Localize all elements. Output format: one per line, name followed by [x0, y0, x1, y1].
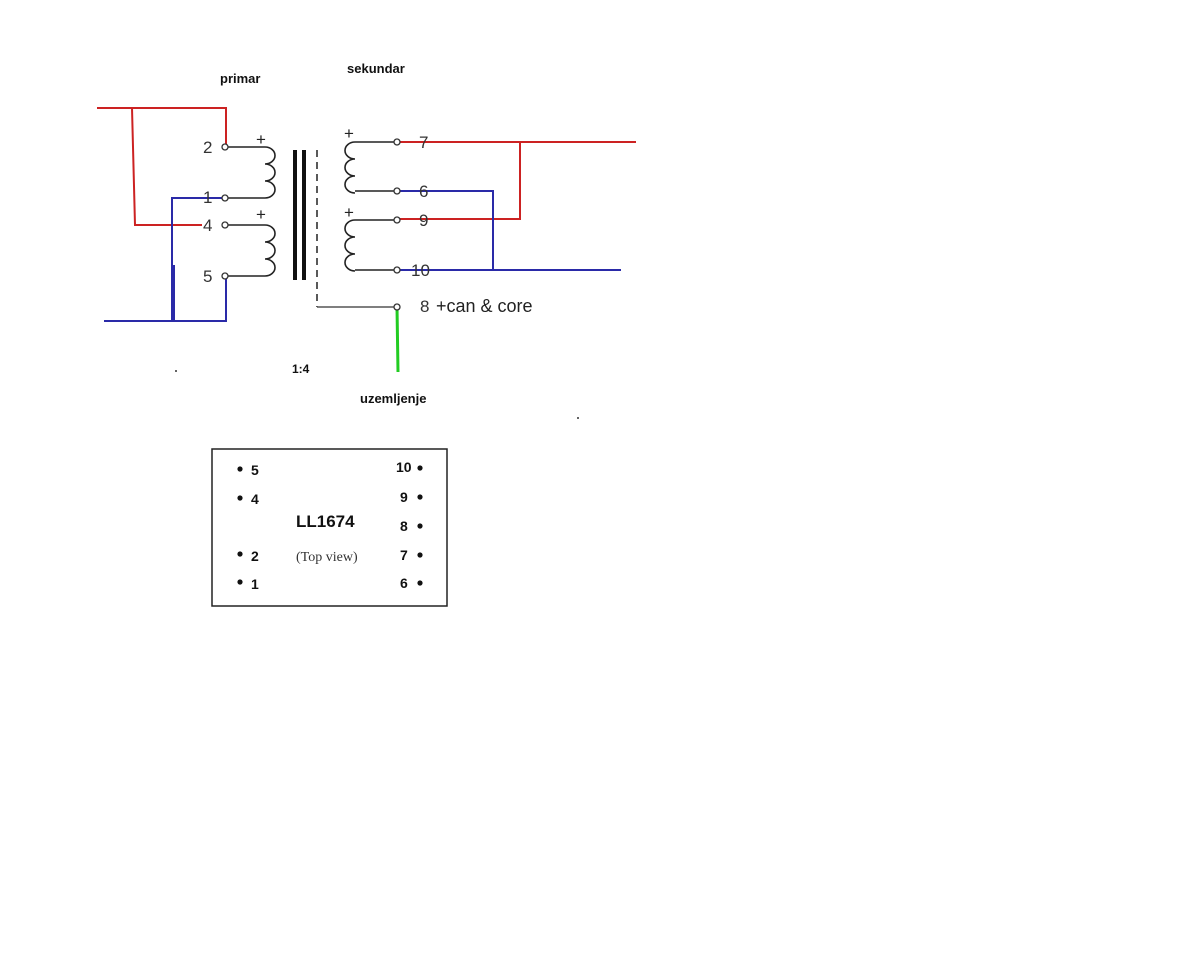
- package-pin-dot-7: [417, 552, 423, 558]
- polarity-mark-primary-lower: +: [256, 205, 266, 224]
- pin-label-1: 1: [203, 188, 212, 207]
- pin-label-5: 5: [203, 267, 212, 286]
- pin-label-8: 8: [420, 297, 429, 316]
- terminal-1: [221, 194, 229, 202]
- terminal-2: [221, 143, 229, 151]
- package-pin-dot-5: [237, 466, 243, 472]
- ratio-label: 1:4: [292, 362, 310, 376]
- terminal-4: [221, 221, 229, 229]
- terminal-7: [393, 138, 401, 146]
- secondary-title: sekundar: [347, 61, 405, 76]
- pin-label-6: 6: [419, 182, 428, 201]
- red-output-wire: [397, 141, 636, 220]
- ground-label: uzemljenje: [360, 391, 426, 406]
- package-pin-4: 4: [251, 491, 259, 507]
- package-top-view: LL1674 (Top view) 5 4 2 1 10 9 8 7 6: [211, 448, 448, 607]
- terminals: [221, 138, 401, 311]
- package-pin-dot-6: [417, 580, 423, 586]
- pin-label-9: 9: [419, 211, 428, 230]
- terminal-9: [393, 216, 401, 224]
- blue-output-wire: [397, 190, 621, 271]
- package-pin-dot-10: [417, 465, 423, 471]
- package-view-note: (Top view): [296, 550, 358, 565]
- package-pin-8: 8: [400, 518, 408, 534]
- package-pin-dot-2: [237, 551, 243, 557]
- secondary-coil-upper: [344, 141, 356, 194]
- package-outline: [211, 448, 448, 607]
- package-pin-7: 7: [400, 547, 408, 563]
- pin-label-10: 10: [411, 261, 430, 280]
- terminal-8: [393, 303, 401, 311]
- terminal-10: [393, 266, 401, 274]
- pin-label-4: 4: [203, 216, 212, 235]
- primary-title: primar: [220, 71, 260, 86]
- package-part-number: LL1674: [296, 512, 355, 531]
- package-pin-1: 1: [251, 576, 259, 592]
- terminal-5: [221, 272, 229, 280]
- primary-leads: [226, 146, 265, 277]
- package-pin-dot-8: [417, 523, 423, 529]
- terminal-6: [393, 187, 401, 195]
- polarity-mark-primary-upper: +: [256, 130, 266, 149]
- stray-dot-right: [577, 417, 579, 419]
- package-pin-dot-1: [237, 579, 243, 585]
- transformer-core: [293, 150, 306, 280]
- stray-dot-left: [175, 370, 177, 372]
- primary-coil-upper: [264, 146, 276, 199]
- secondary-leads: [355, 141, 397, 271]
- package-pin-9: 9: [400, 489, 408, 505]
- polarity-mark-secondary-lower: +: [344, 203, 354, 222]
- package-pin-10: 10: [396, 459, 412, 475]
- package-pin-6: 6: [400, 575, 408, 591]
- ground-wire: [395, 306, 400, 373]
- red-input-wire: [97, 107, 227, 226]
- package-pin-dot-4: [237, 495, 243, 501]
- primary-coil-lower: [264, 224, 276, 277]
- package-pin-2: 2: [251, 548, 259, 564]
- package-pin-5: 5: [251, 462, 259, 478]
- polarity-mark-secondary-upper: +: [344, 124, 354, 143]
- blue-input-wire: [104, 197, 227, 322]
- pin8-note: +can & core: [436, 296, 533, 316]
- secondary-coil-lower: [344, 219, 356, 272]
- package-pin-dot-9: [417, 494, 423, 500]
- pin-label-2: 2: [203, 138, 212, 157]
- pin-label-7: 7: [419, 133, 428, 152]
